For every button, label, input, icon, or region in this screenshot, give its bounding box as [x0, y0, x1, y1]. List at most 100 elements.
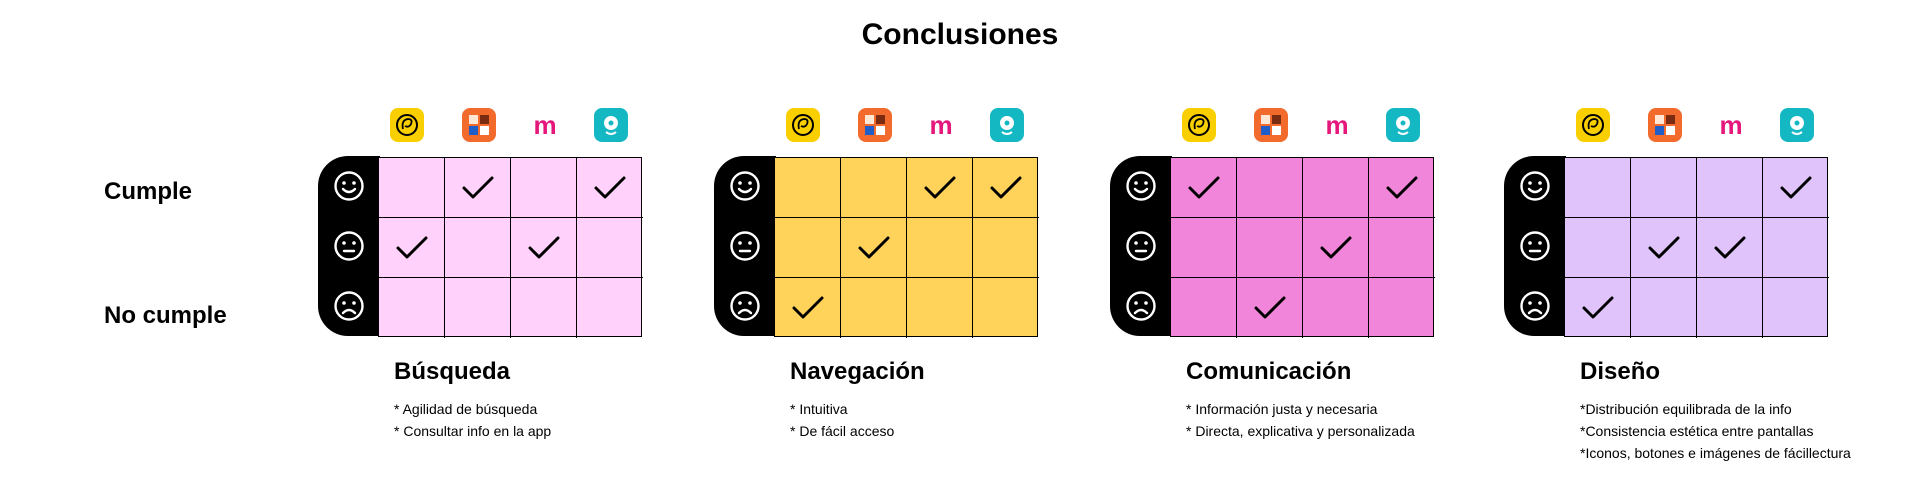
- orange-collage-app-icon: [1648, 108, 1682, 142]
- note-line: * Información justa y necesaria: [1186, 401, 1378, 417]
- note-line: *Distribución equilibrada de la info: [1580, 401, 1792, 417]
- grid-cell: [775, 278, 841, 338]
- grid-cell: [1565, 278, 1631, 338]
- note-line: * De fácil acceso: [790, 423, 895, 439]
- grid-cell: [1763, 278, 1829, 338]
- page-title: Conclusiones: [861, 18, 1059, 51]
- grid-cell: [1303, 158, 1369, 218]
- grid-cell: [445, 278, 511, 338]
- yellow-swirl-app-icon: [1182, 108, 1216, 142]
- grid-cell: [1171, 158, 1237, 218]
- note-line: * Agilidad de búsqueda: [394, 401, 538, 417]
- category-notes: * Información justa y necesaria * Directa…: [1186, 398, 1415, 442]
- orange-collage-app-icon: [858, 108, 892, 142]
- category-title: Navegación: [790, 358, 925, 385]
- app-icons-row: m: [1182, 108, 1448, 144]
- category-title: Diseño: [1580, 358, 1661, 385]
- note-line: * Consultar info en la app: [394, 423, 552, 439]
- grid-cell: [841, 278, 907, 338]
- yellow-swirl-app-icon: [390, 108, 424, 142]
- note-line: *Iconos, botones e imágenes de fácillect…: [1580, 445, 1851, 461]
- grid-cell: [577, 218, 643, 278]
- grid-cell: [775, 158, 841, 218]
- grid-cell: [511, 218, 577, 278]
- rating-scale: [318, 156, 380, 336]
- app-icons-row: m: [786, 108, 1052, 144]
- grid-cell: [973, 218, 1039, 278]
- teal-dog-app-icon: [990, 108, 1024, 142]
- grid-cell: [445, 158, 511, 218]
- grid-cell: [1369, 278, 1435, 338]
- grid-cell: [1369, 158, 1435, 218]
- grid-cell: [1303, 218, 1369, 278]
- grid-cell: [577, 158, 643, 218]
- teal-dog-app-icon: [1386, 108, 1420, 142]
- grid-cell: [841, 218, 907, 278]
- grid-cell: [379, 218, 445, 278]
- orange-collage-app-icon: [1254, 108, 1288, 142]
- grid-cell: [1631, 218, 1697, 278]
- grid-cell: [1237, 278, 1303, 338]
- rating-scale: [1110, 156, 1172, 336]
- grid-cell: [907, 158, 973, 218]
- grid-cell: [1763, 218, 1829, 278]
- evaluation-grid: [774, 157, 1039, 338]
- category-notes: * Agilidad de búsqueda * Consultar info e…: [394, 398, 551, 442]
- grid-cell: [1631, 278, 1697, 338]
- grid-cell: [907, 278, 973, 338]
- pink-m-app-icon: m: [1325, 109, 1349, 140]
- grid-cell: [1697, 158, 1763, 218]
- grid-cell: [1697, 278, 1763, 338]
- grid-cell: [1763, 158, 1829, 218]
- grid-cell: [1171, 278, 1237, 338]
- grid-cell: [445, 218, 511, 278]
- app-icons-row: m: [390, 108, 656, 144]
- grid-cell: [907, 218, 973, 278]
- evaluation-grid: [1170, 157, 1435, 338]
- app-icons-row: m: [1576, 108, 1842, 144]
- category-notes: *Distribución equilibrada de la info *Con…: [1580, 398, 1851, 464]
- grid-cell: [379, 158, 445, 218]
- orange-collage-app-icon: [462, 108, 496, 142]
- grid-cell: [1237, 218, 1303, 278]
- rating-scale: [714, 156, 776, 336]
- category-title: Comunicación: [1186, 358, 1352, 385]
- grid-cell: [379, 278, 445, 338]
- evaluation-grid: [378, 157, 643, 338]
- grid-cell: [1631, 158, 1697, 218]
- grid-cell: [775, 218, 841, 278]
- pink-m-app-icon: m: [533, 109, 557, 140]
- grid-cell: [511, 278, 577, 338]
- evaluation-grid: [1564, 157, 1829, 338]
- note-line: * Intuitiva: [790, 401, 848, 417]
- grid-cell: [511, 158, 577, 218]
- grid-cell: [973, 278, 1039, 338]
- grid-cell: [841, 158, 907, 218]
- grid-cell: [577, 278, 643, 338]
- grid-cell: [1565, 158, 1631, 218]
- pink-m-app-icon: m: [1719, 109, 1743, 140]
- row-label-cumple: Cumple: [104, 178, 193, 205]
- yellow-swirl-app-icon: [1576, 108, 1610, 142]
- teal-dog-app-icon: [1780, 108, 1814, 142]
- category-title: Búsqueda: [394, 358, 511, 385]
- category-notes: * Intuitiva * De fácil acceso: [790, 398, 894, 442]
- teal-dog-app-icon: [594, 108, 628, 142]
- yellow-swirl-app-icon: [786, 108, 820, 142]
- grid-cell: [1697, 218, 1763, 278]
- row-label-no-cumple: No cumple: [104, 302, 227, 329]
- grid-cell: [1369, 218, 1435, 278]
- note-line: *Consistencia estética entre pantallas: [1580, 423, 1814, 439]
- pink-m-app-icon: m: [929, 109, 953, 140]
- note-line: * Directa, explicativa y personalizada: [1186, 423, 1415, 439]
- grid-cell: [1565, 218, 1631, 278]
- rating-scale: [1504, 156, 1566, 336]
- grid-cell: [973, 158, 1039, 218]
- grid-cell: [1237, 158, 1303, 218]
- grid-cell: [1171, 218, 1237, 278]
